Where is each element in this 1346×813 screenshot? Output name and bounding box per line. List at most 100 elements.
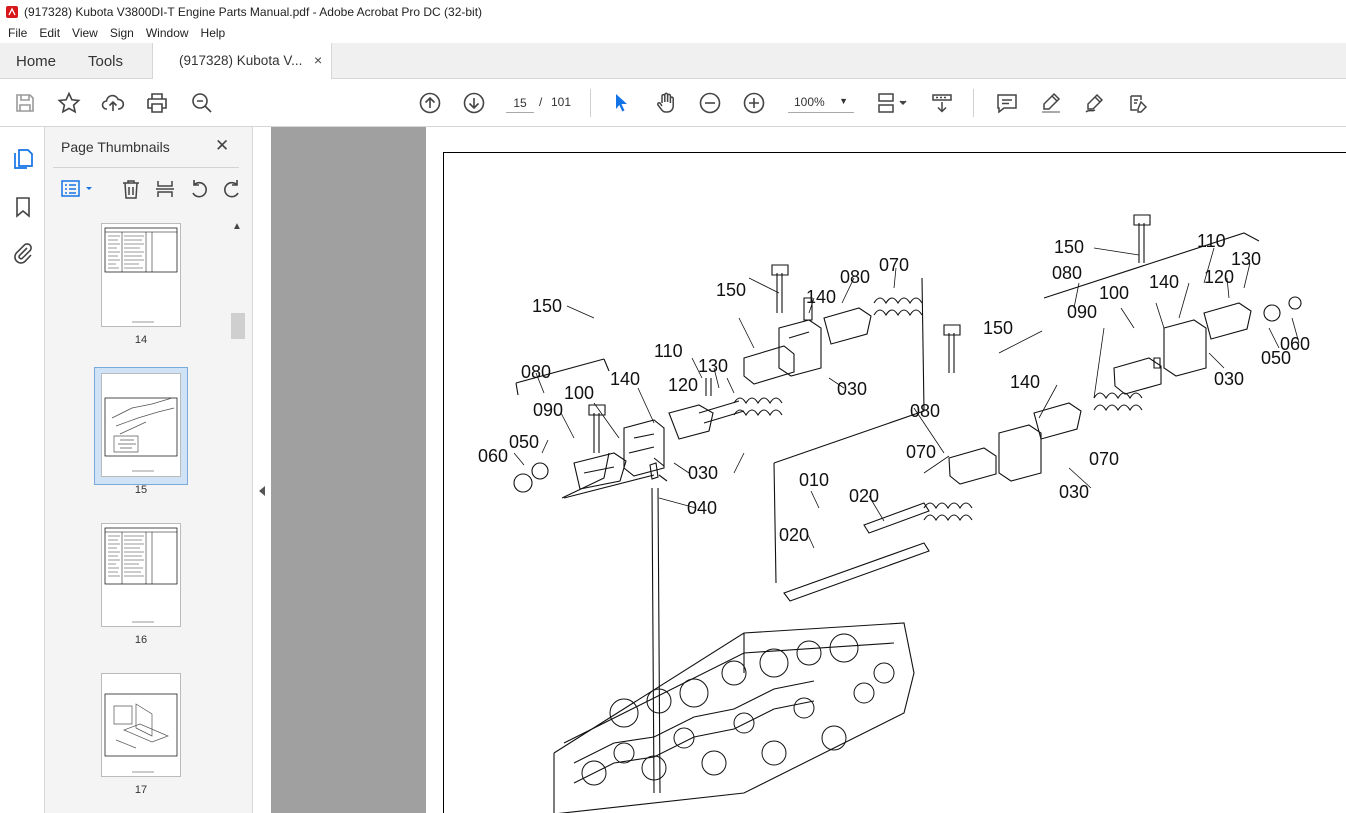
tab-tools[interactable]: Tools — [88, 53, 124, 70]
callout-label: 080 — [521, 362, 551, 382]
callout-label: 080 — [840, 267, 870, 287]
callout-label: 030 — [1059, 482, 1089, 502]
thumbnail-options-icon[interactable] — [60, 178, 96, 200]
next-page-icon[interactable] — [462, 91, 486, 115]
callout-label: 040 — [687, 498, 717, 518]
comment-icon[interactable] — [995, 91, 1019, 115]
menu-edit[interactable]: Edit — [39, 26, 61, 40]
scroll-up-icon[interactable]: ▲ — [232, 221, 242, 232]
callout-label: 030 — [1214, 369, 1244, 389]
callout-label: 070 — [1089, 449, 1119, 469]
thumbnails-scrollbar[interactable]: ▲ — [230, 217, 246, 813]
document-view[interactable]: 150 110 080 100 140 120 130 090 050 060 … — [426, 127, 1346, 813]
callout-label: 150 — [532, 296, 562, 316]
extract-pages-icon[interactable] — [154, 178, 176, 200]
zoom-search-icon[interactable] — [190, 91, 214, 115]
callout-label: 150 — [983, 318, 1013, 338]
thumbnail-label: 17 — [134, 784, 148, 796]
callout-label: 120 — [668, 375, 698, 395]
window-title: (917328) Kubota V3800DI-T Engine Parts M… — [24, 4, 483, 19]
title-bar: (917328) Kubota V3800DI-T Engine Parts M… — [0, 0, 1346, 23]
callout-label: 050 — [1261, 348, 1291, 368]
zoom-level-value: 100% — [794, 95, 825, 109]
save-icon[interactable] — [13, 91, 37, 115]
zoom-level-select[interactable]: 100% ▼ — [788, 91, 854, 113]
callout-label: 110 — [654, 341, 683, 361]
callout-label: 120 — [1204, 267, 1234, 287]
menu-file[interactable]: File — [8, 26, 28, 40]
thumbnail-page-15[interactable] — [101, 373, 181, 477]
menu-help[interactable]: Help — [200, 26, 226, 40]
page-total: 101 — [551, 95, 572, 109]
previous-page-icon[interactable] — [418, 91, 442, 115]
exploded-parts-diagram: 150 110 080 100 140 120 130 090 050 060 … — [478, 214, 1310, 813]
toolbar-divider — [973, 89, 974, 117]
callout-label: 150 — [716, 280, 746, 300]
menu-view[interactable]: View — [72, 26, 98, 40]
callout-label: 130 — [1231, 249, 1261, 269]
thumbnail-page-17[interactable] — [101, 673, 181, 777]
tab-document[interactable]: (917328) Kubota V... × — [152, 43, 332, 79]
callout-label: 060 — [1280, 334, 1310, 354]
select-cursor-icon[interactable] — [609, 91, 633, 115]
panel-close-icon[interactable]: ✕ — [215, 136, 230, 155]
callout-label: 090 — [1067, 302, 1097, 322]
left-rail — [0, 127, 45, 813]
panel-title: Page Thumbnails — [61, 139, 170, 155]
tab-close-icon[interactable]: × — [314, 52, 323, 68]
main-toolbar: / 101 100% ▼ — [0, 79, 1346, 127]
panel-divider — [53, 167, 239, 168]
panel-collapse-splitter[interactable] — [252, 127, 271, 813]
hand-tool-icon[interactable] — [654, 91, 678, 115]
callout-label: 130 — [698, 356, 728, 376]
callout-label: 050 — [509, 432, 539, 452]
page-layout-icon[interactable] — [876, 91, 910, 115]
print-icon[interactable] — [145, 91, 169, 115]
callout-label: 020 — [849, 486, 879, 506]
callout-label: 030 — [837, 379, 867, 399]
collapse-arrow-icon[interactable] — [259, 486, 265, 496]
callout-label: 140 — [1149, 272, 1179, 292]
callout-label: 110 — [1197, 231, 1226, 251]
zoom-in-icon[interactable] — [742, 91, 766, 115]
zoom-out-icon[interactable] — [698, 91, 722, 115]
upload-cloud-icon[interactable] — [101, 91, 125, 115]
scroll-mode-icon[interactable] — [930, 91, 954, 115]
pdf-page: 150 110 080 100 140 120 130 090 050 060 … — [443, 152, 1346, 813]
draw-icon[interactable] — [1083, 91, 1107, 115]
menu-window[interactable]: Window — [145, 26, 189, 40]
callout-label: 140 — [610, 369, 640, 389]
thumbnail-page-14[interactable] — [101, 223, 181, 327]
highlight-pen-icon[interactable] — [1039, 91, 1063, 115]
acrobat-icon — [6, 5, 18, 18]
tab-bar: Home Tools (917328) Kubota V... × — [0, 43, 1346, 79]
callout-label: 010 — [799, 470, 829, 490]
tab-document-label: (917328) Kubota V... — [179, 53, 303, 68]
callout-label: 100 — [564, 383, 594, 403]
callout-label: 140 — [1010, 372, 1040, 392]
tab-home[interactable]: Home — [16, 53, 57, 70]
callout-label: 090 — [533, 400, 563, 420]
toolbar-divider — [590, 89, 591, 117]
star-icon[interactable] — [57, 91, 81, 115]
menu-sign[interactable]: Sign — [109, 26, 134, 40]
chevron-down-icon: ▼ — [839, 96, 848, 106]
callout-label: 070 — [879, 255, 909, 275]
callout-label: 080 — [910, 401, 940, 421]
attachment-icon[interactable] — [11, 241, 35, 265]
bookmark-icon[interactable] — [11, 195, 35, 219]
callout-label: 020 — [779, 525, 809, 545]
menu-bar: File Edit View Sign Window Help — [0, 23, 1346, 43]
fill-sign-icon[interactable] — [1127, 91, 1151, 115]
callout-label: 060 — [478, 446, 508, 466]
page-thumbnails-icon[interactable] — [11, 147, 35, 171]
callout-label: 070 — [906, 442, 936, 462]
document-background — [271, 127, 426, 813]
page-number-input[interactable] — [506, 91, 534, 113]
rotate-clockwise-icon[interactable] — [221, 178, 243, 200]
delete-page-icon[interactable] — [120, 178, 142, 200]
rotate-counterclockwise-icon[interactable] — [188, 178, 210, 200]
scroll-thumb[interactable] — [231, 313, 245, 339]
thumbnail-page-16[interactable] — [101, 523, 181, 627]
thumbnails-list: 14 15 16 17 — [45, 217, 230, 813]
